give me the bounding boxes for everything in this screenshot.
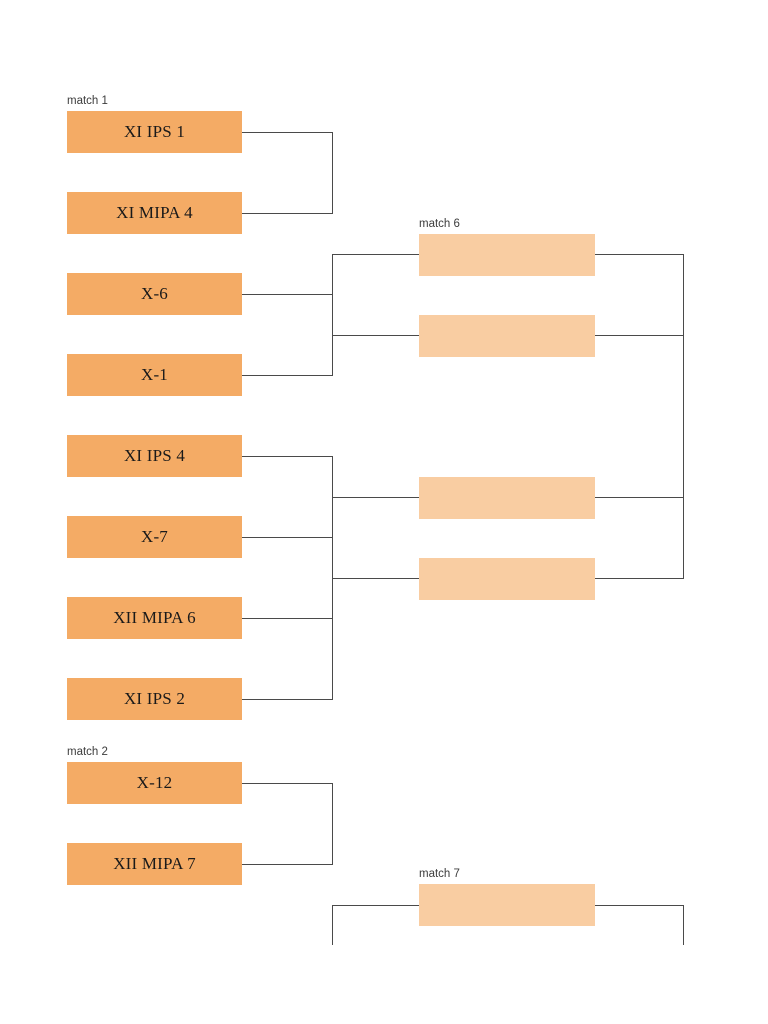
connector-h-r2-slot4-in: [332, 578, 420, 579]
connector-h-r2-slot3-in: [332, 497, 420, 498]
connector-v-r3-spine: [683, 335, 684, 578]
team-box-6[interactable]: X-7: [67, 516, 242, 558]
connector-h-r2-slot2-in: [332, 335, 420, 336]
connector-h-stub-upper: [318, 294, 333, 295]
match-label-match-1: match 1: [67, 95, 108, 107]
connector-h-r1-team3: [242, 294, 333, 295]
connector-v-r3-bottom: [683, 905, 684, 945]
match-label-match-6: match 6: [419, 218, 460, 230]
team-box-3[interactable]: X-6: [67, 273, 242, 315]
team-box-10[interactable]: XII MIPA 7: [67, 843, 242, 885]
team-box-4[interactable]: X-1: [67, 354, 242, 396]
connector-v-r1-spine-lower: [332, 456, 333, 699]
team-box-2[interactable]: XI MIPA 4: [67, 192, 242, 234]
connector-h-r1-team8: [242, 699, 333, 700]
connector-h-r2-slot1-in: [332, 254, 420, 255]
connector-v-r3-upper: [683, 254, 684, 335]
connector-h-r1-team1: [242, 132, 333, 133]
connector-v-r1-spine-upper: [332, 254, 333, 375]
match-label-match-7: match 7: [419, 868, 460, 880]
team-box-7[interactable]: XII MIPA 6: [67, 597, 242, 639]
connector-v-r1-pair-e: [332, 783, 333, 864]
slot-box-round2-fourth[interactable]: [419, 558, 595, 600]
connector-h-r2-slot5-in: [332, 905, 420, 906]
connector-h-r2-slot4-out: [595, 578, 684, 579]
slot-box-match-6-bottom[interactable]: [419, 315, 595, 357]
connector-h-r1-team4: [242, 375, 333, 376]
slot-box-match-6-top[interactable]: [419, 234, 595, 276]
connector-h-r2-slot3-out: [595, 497, 684, 498]
team-box-8[interactable]: XI IPS 2: [67, 678, 242, 720]
connector-h-r1-team7: [242, 618, 333, 619]
connector-h-r2-slot5-out: [595, 905, 684, 906]
team-box-9[interactable]: X-12: [67, 762, 242, 804]
match-label-match-2: match 2: [67, 746, 108, 758]
connector-v-r1-spine-bottom: [332, 905, 333, 945]
connector-h-r1-team9: [242, 783, 333, 784]
connector-h-r1-team10: [242, 864, 333, 865]
connector-v-r1-pair-a: [332, 132, 333, 213]
connector-h-r1-team2: [242, 213, 333, 214]
team-box-1[interactable]: XI IPS 1: [67, 111, 242, 153]
team-box-5[interactable]: XI IPS 4: [67, 435, 242, 477]
connector-h-stub-lower: [318, 537, 333, 538]
connector-h-r1-team6: [242, 537, 333, 538]
connector-h-r2-slot1-out: [595, 254, 684, 255]
slot-box-match-7-top[interactable]: [419, 884, 595, 926]
connector-h-r1-team5: [242, 456, 333, 457]
slot-box-round2-third[interactable]: [419, 477, 595, 519]
connector-h-r2-slot2-out: [595, 335, 684, 336]
